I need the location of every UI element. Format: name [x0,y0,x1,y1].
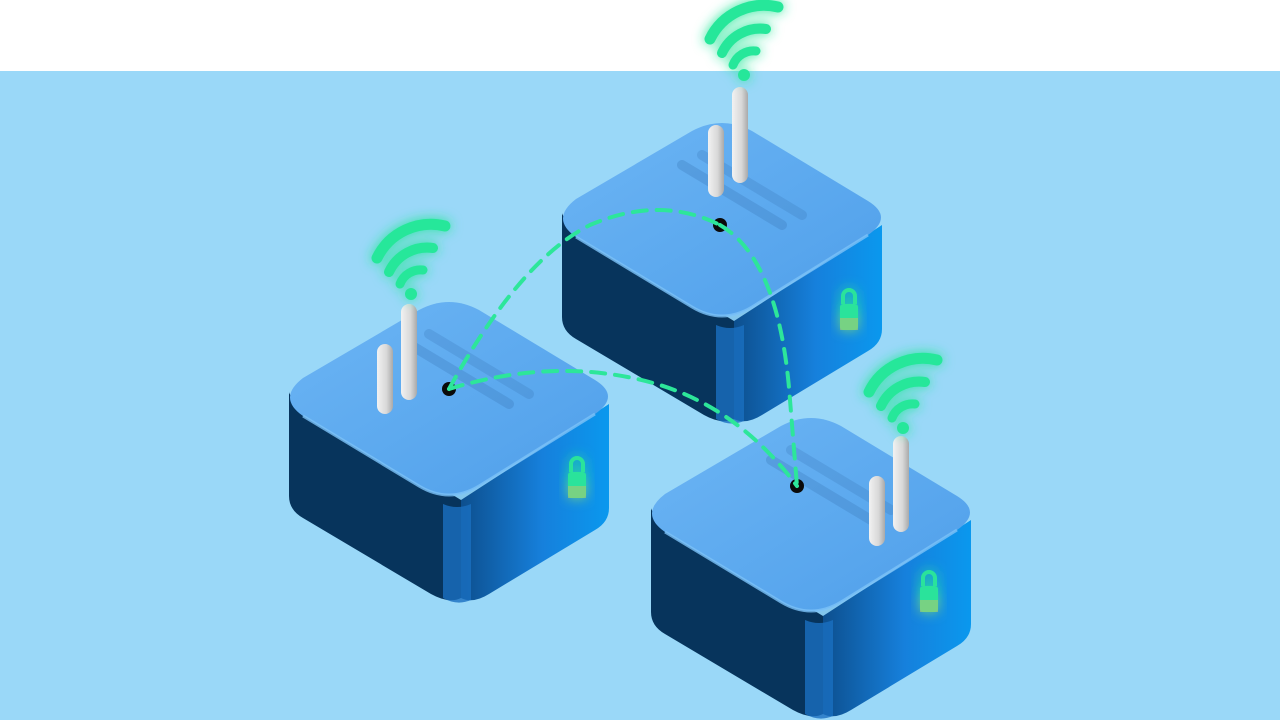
link-left-to-top [447,208,722,391]
antenna-tall [401,304,417,400]
router-top [562,5,882,423]
wifi-icon [710,5,778,81]
antenna-short [708,125,724,197]
top-white-band [0,0,1280,71]
antenna-short [377,344,393,414]
antenna-short [869,476,885,546]
link-left-to-bottom [447,368,799,488]
link-top-to-bottom [718,223,799,488]
mesh-connections [447,208,799,488]
antenna-tall [893,436,909,532]
antenna-tall [732,87,748,183]
